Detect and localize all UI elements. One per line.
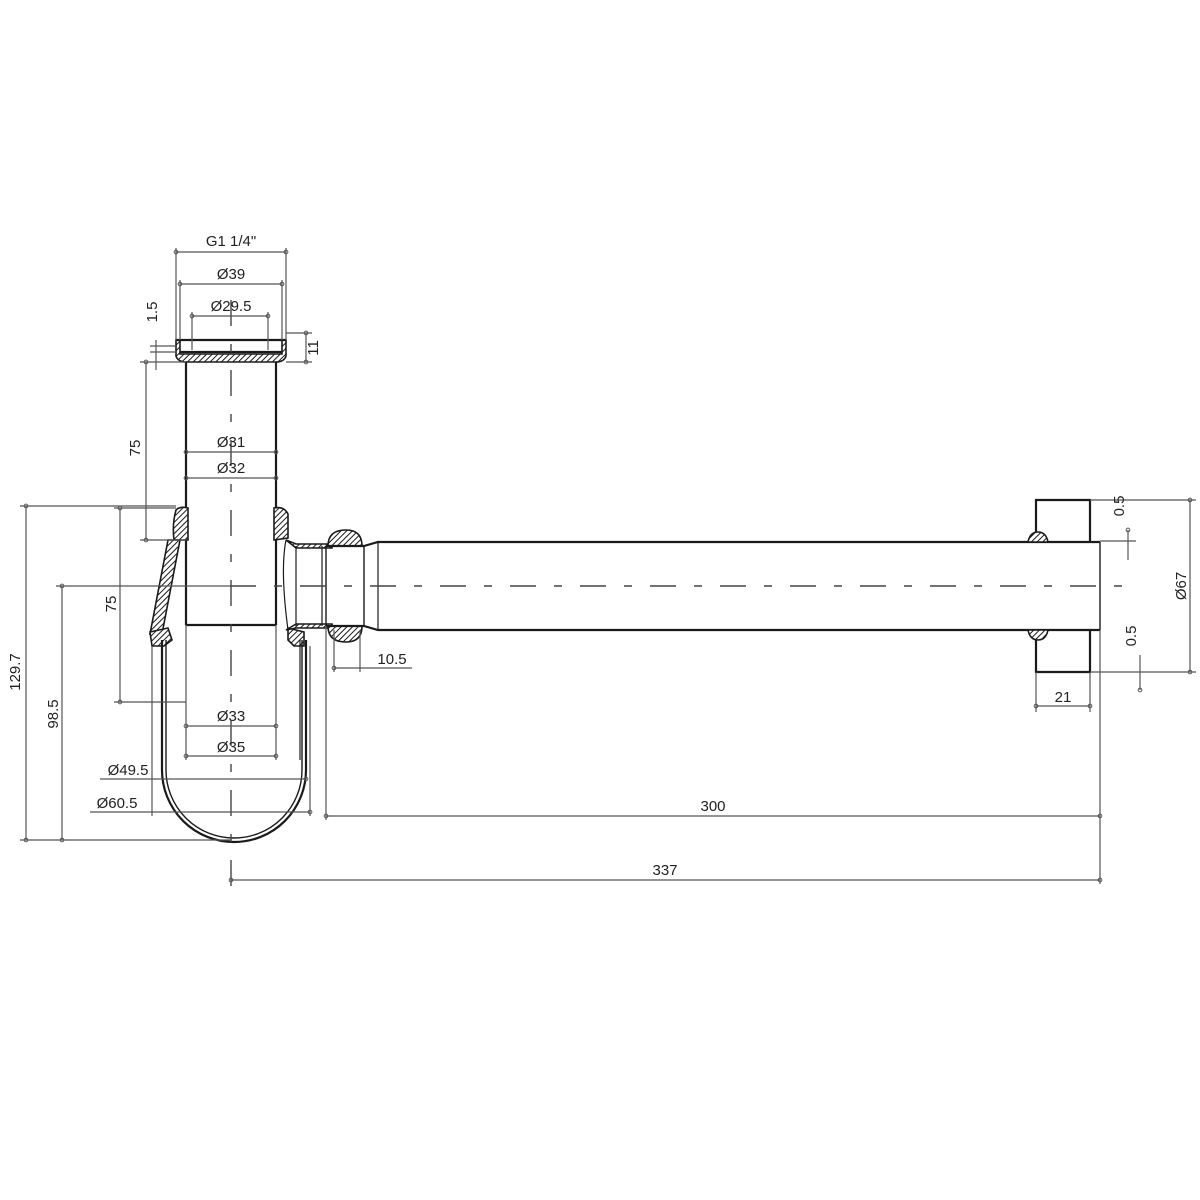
dim-t0-5-top: 0.5 bbox=[1111, 496, 1128, 517]
trap-body bbox=[149, 506, 333, 844]
wall-rosette bbox=[1027, 498, 1092, 674]
dim-h75-upper: 75 bbox=[127, 440, 144, 457]
dim-w10-5: 10.5 bbox=[377, 651, 406, 668]
dim-d35: Ø35 bbox=[217, 739, 245, 756]
dim-l300: 300 bbox=[700, 798, 725, 815]
center-lines bbox=[230, 300, 1140, 900]
outlet-nut-top bbox=[327, 529, 363, 547]
dimension-lines bbox=[20, 248, 1196, 884]
tailpiece bbox=[175, 338, 287, 627]
dim-l337: 337 bbox=[652, 862, 677, 879]
outlet-nut-bottom bbox=[327, 625, 363, 643]
dim-d32: Ø32 bbox=[217, 460, 245, 477]
dimension-labels: G1 1/4" Ø39 Ø29.5 1.5 11 75 Ø31 Ø32 75 1… bbox=[7, 233, 1190, 879]
dim-d49-5: Ø49.5 bbox=[108, 762, 149, 779]
dim-h11: 11 bbox=[305, 340, 322, 356]
right-nut bbox=[273, 506, 289, 541]
dim-d60-5: Ø60.5 bbox=[97, 795, 138, 812]
dim-h75-lower: 75 bbox=[103, 596, 120, 613]
dim-d33: Ø33 bbox=[217, 708, 245, 725]
dim-w21: 21 bbox=[1055, 689, 1072, 706]
dim-thread: G1 1/4" bbox=[206, 233, 256, 250]
dim-d39: Ø39 bbox=[217, 266, 245, 283]
dim-h129-7: 129.7 bbox=[7, 653, 24, 691]
dim-d67: Ø67 bbox=[1173, 572, 1190, 600]
dim-h98-5: 98.5 bbox=[45, 699, 62, 728]
dim-h1-5: 1.5 bbox=[144, 302, 161, 323]
dim-d31: Ø31 bbox=[217, 434, 245, 451]
dim-d29-5: Ø29.5 bbox=[211, 298, 252, 315]
left-nut bbox=[172, 506, 189, 541]
dim-t0-5-bottom: 0.5 bbox=[1123, 626, 1140, 647]
